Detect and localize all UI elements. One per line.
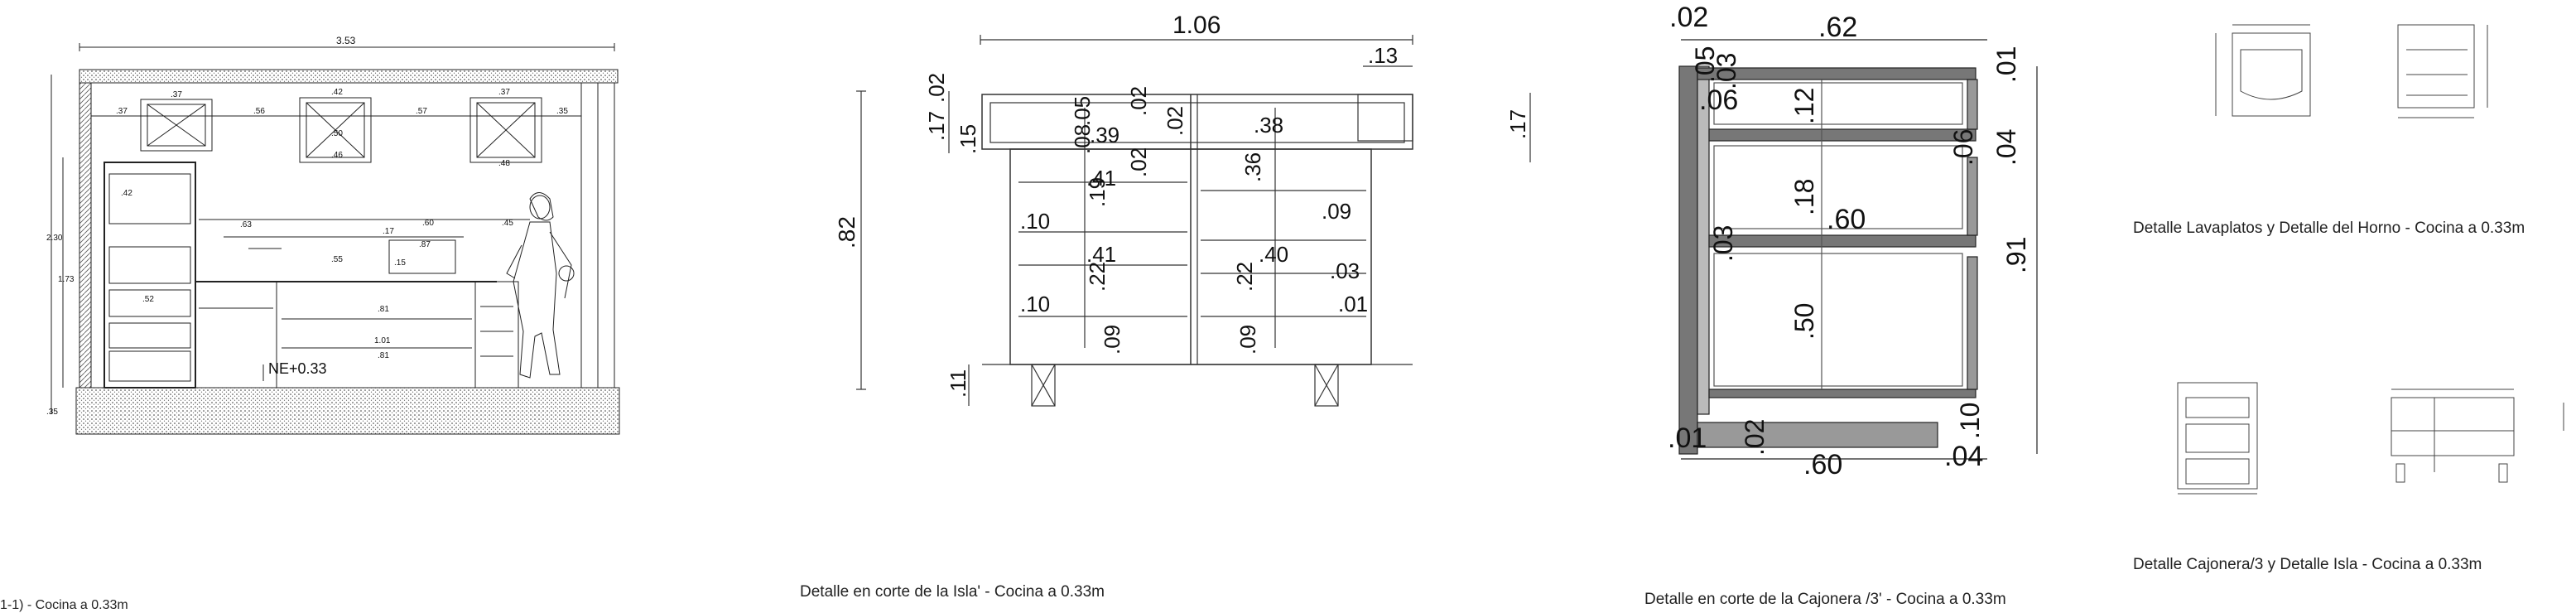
cajonera-dim: .18 bbox=[1789, 179, 1819, 215]
elevation-dim: .42 bbox=[121, 189, 132, 198]
elevation-dim: 2.30 bbox=[46, 234, 63, 243]
cajonera-isla-details bbox=[2177, 382, 2564, 495]
isla-dim: .41 bbox=[1086, 166, 1116, 191]
isla-height-base: .11 bbox=[946, 369, 970, 398]
elevation-width-label: 3.53 bbox=[336, 35, 356, 46]
elevation-dim: .45 bbox=[502, 219, 513, 228]
isla-section bbox=[856, 35, 1531, 407]
lavaplatos-horno-details bbox=[2215, 24, 2488, 118]
cajonera-dim: .03 bbox=[1712, 53, 1741, 89]
elevation-dim: .81 bbox=[378, 351, 389, 360]
elevation-caption: 1-1) - Cocina a 0.33m bbox=[0, 598, 128, 612]
elevation-dim: .63 bbox=[240, 220, 252, 229]
cajonera-dim: .12 bbox=[1789, 88, 1819, 124]
isla-dim: .40 bbox=[1259, 242, 1288, 267]
isla-dim: .19 bbox=[1085, 177, 1110, 207]
elevation-dim: .35 bbox=[556, 107, 568, 116]
isla-dim: .22 bbox=[1085, 262, 1110, 292]
cajonera-dim: .10 bbox=[1955, 403, 1985, 439]
kitchen-elevation bbox=[51, 43, 620, 435]
elevation-dim: 1.73 bbox=[58, 275, 75, 284]
cajonera-dim: .06 bbox=[1699, 84, 1738, 116]
cajonera-isla-caption: Detalle Cajonera/3 y Detalle Isla - Coci… bbox=[2133, 556, 2482, 573]
cajonera-dim: .06 bbox=[1948, 129, 1978, 166]
elevation-dim: .37 bbox=[498, 88, 510, 97]
isla-dim: .09 bbox=[1235, 325, 1260, 355]
elevation-dim: .35 bbox=[46, 408, 58, 417]
cajonera-dim: .62 bbox=[1818, 12, 1857, 43]
isla-dim: .15 bbox=[956, 124, 980, 154]
isla-dim: .41 bbox=[1086, 242, 1116, 267]
cajonera-dim: .02 bbox=[1740, 419, 1769, 456]
elevation-dim: .56 bbox=[253, 107, 265, 116]
isla-dim: .08 bbox=[1070, 124, 1095, 154]
cajonera-dim: .60 bbox=[1803, 449, 1842, 480]
elevation-dim: .57 bbox=[416, 107, 427, 116]
isla-dim: .22 bbox=[1232, 262, 1257, 292]
isla-dim: .02 bbox=[924, 73, 949, 103]
cajonera-dim: .50 bbox=[1789, 303, 1819, 340]
elevation-level-label: NE+0.33 bbox=[268, 360, 327, 377]
elevation-dim: .42 bbox=[331, 88, 343, 97]
elevation-dim: .48 bbox=[498, 159, 510, 168]
isla-dim: .02 bbox=[1126, 86, 1151, 116]
elevation-dim: 1.01 bbox=[374, 336, 391, 345]
isla-side-dim: .17 bbox=[1505, 109, 1530, 139]
cajonera-dim: .01 bbox=[1668, 422, 1707, 454]
elevation-dim: .55 bbox=[331, 255, 343, 264]
cajonera-dim: .02 bbox=[1669, 2, 1708, 33]
isla-width-right: .13 bbox=[1368, 43, 1398, 68]
isla-caption: Detalle en corte de la Isla' - Cocina a … bbox=[800, 583, 1105, 601]
cajonera-dim: .04 bbox=[1944, 441, 1983, 472]
cajonera-section bbox=[1678, 39, 2038, 460]
isla-dim: .36 bbox=[1240, 152, 1265, 182]
elevation-dim: .17 bbox=[383, 227, 394, 236]
elevation-dim: .15 bbox=[394, 258, 406, 268]
elevation-dim: .37 bbox=[171, 90, 182, 99]
isla-dim: .38 bbox=[1254, 113, 1283, 138]
cajonera-dim: .05 bbox=[1690, 46, 1720, 83]
elevation-dim: .37 bbox=[116, 107, 128, 116]
cajonera-dim: .01 bbox=[1991, 46, 2021, 83]
isla-dim: .09 bbox=[1322, 199, 1351, 224]
isla-dim: .10 bbox=[1020, 292, 1050, 316]
elevation-dim: .52 bbox=[142, 295, 154, 304]
isla-dim: .02 bbox=[1163, 106, 1187, 136]
isla-dim: .05 bbox=[1070, 96, 1095, 126]
isla-height-total: .82 bbox=[834, 216, 859, 249]
elevation-dim: .87 bbox=[419, 240, 431, 249]
cajonera-dim: .03 bbox=[1708, 225, 1738, 262]
elevation-dim: .81 bbox=[378, 305, 389, 314]
isla-dim: .09 bbox=[1100, 325, 1124, 355]
isla-width-total: 1.06 bbox=[1172, 12, 1221, 39]
isla-dim: .39 bbox=[1090, 123, 1119, 147]
elevation-dim: .50 bbox=[331, 129, 343, 138]
person-figure bbox=[506, 192, 575, 379]
elevation-dim: .60 bbox=[422, 219, 434, 228]
isla-dim: .02 bbox=[1126, 147, 1151, 177]
isla-dim: .10 bbox=[1020, 209, 1050, 234]
cajonera-dim: .04 bbox=[1991, 129, 2021, 166]
cajonera-dim: .91 bbox=[2001, 237, 2031, 273]
cajonera-dim: .60 bbox=[1827, 204, 1866, 235]
isla-dim: .01 bbox=[1338, 292, 1368, 316]
isla-dim: .17 bbox=[924, 111, 949, 141]
isla-dim: .03 bbox=[1330, 258, 1360, 283]
cajonera-caption: Detalle en corte de la Cajonera /3' - Co… bbox=[1644, 591, 2006, 608]
elevation-dim: .46 bbox=[331, 151, 343, 160]
lavaplatos-caption: Detalle Lavaplatos y Detalle del Horno -… bbox=[2133, 220, 2525, 237]
